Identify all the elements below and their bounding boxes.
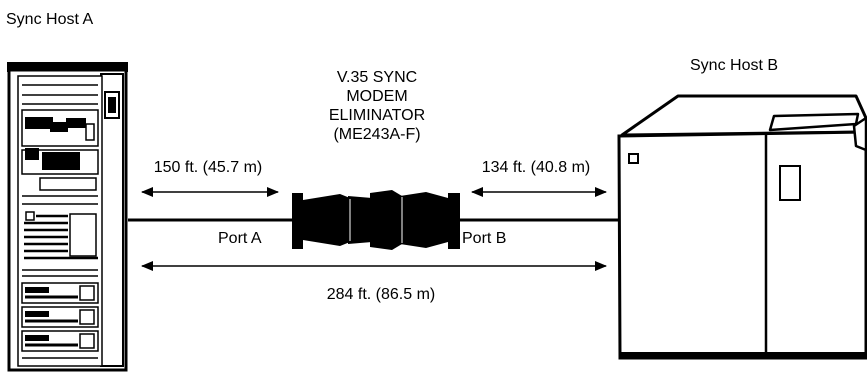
host-a-label: Sync Host A bbox=[6, 11, 93, 28]
port-b-label: Port B bbox=[462, 230, 506, 247]
eliminator-label-line4: (ME243A-F) bbox=[333, 126, 420, 143]
host-b-cabinet bbox=[617, 94, 867, 360]
distance-label-a: 150 ft. (45.7 m) bbox=[154, 159, 263, 176]
port-a-label: Port A bbox=[218, 230, 262, 247]
distance-label-total: 284 ft. (86.5 m) bbox=[327, 286, 436, 303]
eliminator-label-line3: ELIMINATOR bbox=[329, 107, 425, 124]
distance-label-b: 134 ft. (40.8 m) bbox=[482, 159, 591, 176]
host-b-label: Sync Host B bbox=[690, 57, 778, 74]
eliminator-label-line1: V.35 SYNC bbox=[337, 69, 417, 86]
host-a-tower bbox=[7, 62, 128, 372]
eliminator-label-line2: MODEM bbox=[346, 88, 407, 105]
modem-eliminator bbox=[292, 190, 460, 250]
